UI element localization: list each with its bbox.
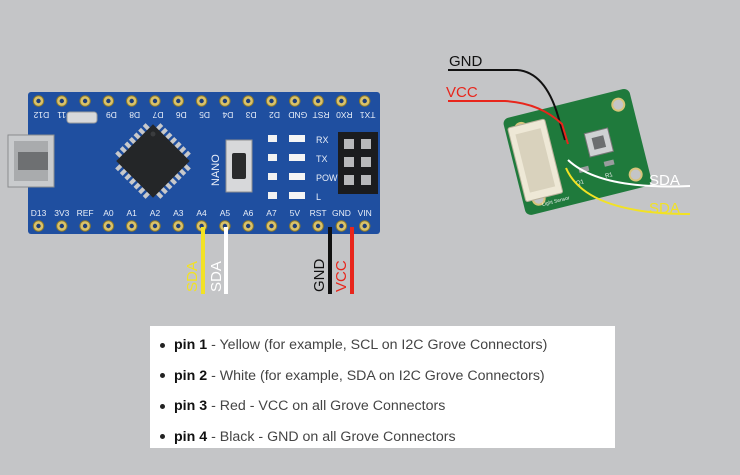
bottom-pin-label: A0	[103, 208, 114, 218]
led	[289, 154, 305, 161]
reset-button	[225, 139, 253, 193]
bullet-icon	[160, 434, 165, 440]
usb-connector	[7, 134, 55, 188]
mount-hole	[611, 97, 626, 112]
led-label: TX	[316, 154, 328, 164]
bottom-pin-label: A2	[150, 208, 161, 218]
led	[268, 135, 277, 142]
bottom-pin-label: REF	[77, 208, 94, 218]
led	[289, 173, 305, 180]
led-label: RX	[316, 135, 329, 145]
top-pin-label: D8	[129, 110, 140, 120]
top-pin-label: D6	[176, 110, 187, 120]
pinout-item: pin 1 - Yellow (for example, SCL on I2C …	[156, 330, 615, 361]
board-name-label: NANO	[210, 154, 222, 186]
top-pin-label: D5	[199, 110, 210, 120]
top-pin-label: GND	[288, 110, 307, 120]
top-pin-label: TX1	[360, 110, 376, 120]
top-pin-label: D4	[222, 110, 233, 120]
led	[289, 135, 305, 142]
bottom-pin-labels: D13 3V3 REF A0 A1 A2 A3 A4 A5 A6 A7 5V RST GND VIN	[31, 208, 372, 218]
led	[268, 154, 277, 161]
icsp-header	[338, 132, 378, 194]
bottom-pin-label: D13	[31, 208, 47, 218]
sensor-wire-black	[448, 69, 566, 141]
label-gnd: GND	[311, 259, 328, 293]
bullet-icon	[160, 342, 165, 348]
pinout-description: pin 1 - Yellow (for example, SCL on I2C …	[150, 326, 615, 448]
pinout-item: pin 3 - Red - VCC on all Grove Connector…	[156, 391, 615, 422]
arduino-nano-board: D12D11D10D9D8D7D6D5D4D3D2GNDRSTRX0TX1 D1…	[7, 92, 380, 234]
pin-description: - Black - GND on all Grove Connectors	[211, 428, 456, 445]
bottom-pin-label: A7	[266, 208, 277, 218]
pin-name: pin 1	[174, 337, 208, 354]
label-a4-sda: SDA	[184, 261, 201, 292]
bottom-pin-label: GND	[332, 208, 351, 218]
resistor	[578, 165, 590, 174]
bullet-icon	[160, 373, 165, 379]
part-label-q1: Q1	[576, 179, 586, 187]
label-a5-sda: SDA	[208, 261, 225, 292]
grove-connector-socket	[515, 128, 556, 193]
sensor-wire-yellow	[565, 167, 691, 215]
board-wire-labels: SDA SDA GND VCC	[184, 259, 350, 293]
bottom-pin-label: A1	[126, 208, 137, 218]
bullet-icon	[160, 403, 165, 409]
top-pin-label: D7	[152, 110, 163, 120]
led-label: L	[316, 192, 321, 202]
top-pin-label: RST	[313, 110, 330, 120]
crystal	[66, 111, 98, 124]
resistor	[603, 159, 615, 167]
pin-name: pin 4	[174, 428, 208, 445]
status-leds: RX TX POW L	[268, 135, 338, 202]
pin-name: pin 2	[174, 367, 208, 384]
bottom-pin-header	[32, 220, 371, 232]
pinout-item: pin 2 - White (for example, SDA on I2C G…	[156, 361, 615, 392]
pinout-item: pin 4 - Black - GND on all Grove Connect…	[156, 422, 615, 453]
board-wires	[201, 227, 354, 294]
bottom-pin-label: A6	[243, 208, 254, 218]
pin-description: - Yellow (for example, SCL on I2C Grove …	[211, 337, 548, 354]
light-sensor-window	[591, 135, 607, 150]
sensor-wire-labels: GND VCC SDA SDA	[446, 53, 680, 217]
microcontroller-chip	[115, 123, 191, 199]
mount-hole	[628, 167, 643, 182]
pin-description: - Red - VCC on all Grove Connectors	[211, 398, 446, 415]
label-vcc: VCC	[333, 260, 350, 292]
pin-description: - White (for example, SDA on I2C Grove C…	[211, 367, 545, 384]
bottom-pin-label: 5V	[290, 208, 301, 218]
top-pin-label: D12	[33, 110, 49, 120]
part-label-r1: R1	[605, 172, 615, 180]
sensor-label-sda-yellow: SDA	[649, 200, 680, 217]
bottom-pin-label: A3	[173, 208, 184, 218]
led	[268, 192, 277, 199]
sensor-wires	[448, 69, 691, 215]
top-pin-label: D11	[57, 110, 72, 120]
pin-name: pin 3	[174, 398, 208, 415]
bottom-pin-label: RST	[310, 208, 327, 218]
bottom-pin-label: A4	[196, 208, 207, 218]
sensor-wire-white	[567, 159, 691, 188]
top-pin-label: D2	[269, 110, 280, 120]
bottom-pin-label: VIN	[358, 208, 372, 218]
led	[268, 173, 277, 180]
top-pin-label: RX0	[336, 110, 353, 120]
sensor-label-vcc: VCC	[446, 84, 478, 101]
sensor-label-gnd: GND	[449, 53, 483, 70]
sensor-wire-red	[448, 100, 569, 145]
top-pin-label: D9	[106, 110, 117, 120]
bottom-pin-label: A5	[220, 208, 231, 218]
top-pin-header	[32, 95, 371, 107]
bottom-pin-label: 3V3	[54, 208, 69, 218]
sensor-label-sda-white: SDA	[649, 172, 680, 189]
top-pin-label: D3	[245, 110, 256, 120]
led-label: POW	[316, 173, 338, 183]
led	[289, 192, 305, 199]
light-sensor-module: Q1 R1 Light Sensor	[503, 88, 652, 215]
